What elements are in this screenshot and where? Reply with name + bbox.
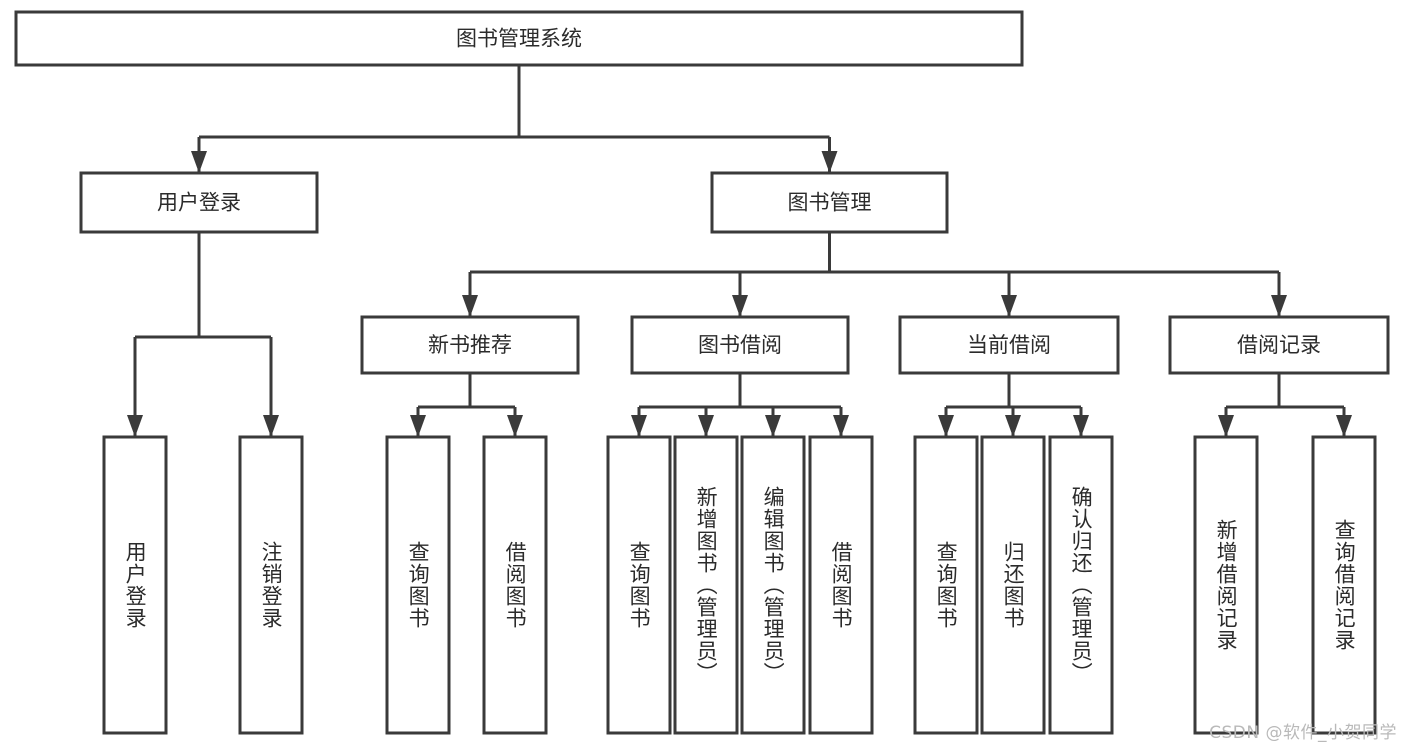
node-book-borrow[interactable] bbox=[630, 315, 850, 375]
leaf-new-book-recommend-arrow-1 bbox=[507, 415, 523, 437]
root-arrow-0 bbox=[191, 151, 207, 173]
node-leaf-edit-book[interactable] bbox=[740, 435, 806, 735]
node-label-book-borrow: 图书借阅 bbox=[698, 333, 782, 357]
leaf-user-login-arrow-0 bbox=[127, 415, 143, 437]
node-label-new-book-recommend: 新书推荐 bbox=[428, 333, 512, 357]
root-arrow-1 bbox=[821, 151, 838, 173]
node-label-user-login: 用户登录 bbox=[157, 191, 241, 215]
node-label-current-borrow: 当前借阅 bbox=[967, 333, 1051, 357]
node-leaf-user-logout[interactable] bbox=[238, 435, 304, 735]
node-new-book-recommend[interactable] bbox=[360, 315, 580, 375]
node-label-root: 图书管理系统 bbox=[456, 27, 582, 51]
leaf-current-borrow-arrow-2 bbox=[1073, 415, 1089, 437]
leaf-book-borrow-arrow-0 bbox=[631, 415, 647, 437]
node-box-layer bbox=[14, 10, 1390, 735]
node-user-login[interactable] bbox=[79, 171, 319, 234]
leaf-borrow-record-arrow-1 bbox=[1336, 415, 1352, 437]
leaf-book-borrow-arrow-1 bbox=[698, 415, 714, 437]
connector-layer bbox=[127, 65, 1352, 437]
node-leaf-confirm-return[interactable] bbox=[1048, 435, 1114, 735]
leaf-new-book-recommend-arrow-0 bbox=[410, 415, 426, 437]
node-leaf-query-book-3[interactable] bbox=[913, 435, 979, 735]
node-leaf-borrow-book-2[interactable] bbox=[808, 435, 874, 735]
leaf-borrow-record-arrow-0 bbox=[1218, 415, 1234, 437]
node-leaf-user-login[interactable] bbox=[102, 435, 168, 735]
node-label-book-manage: 图书管理 bbox=[788, 191, 872, 215]
node-leaf-return-book[interactable] bbox=[980, 435, 1046, 735]
node-leaf-query-book-2[interactable] bbox=[606, 435, 672, 735]
leaf-user-login-arrow-1 bbox=[263, 415, 279, 437]
leaf-current-borrow-arrow-0 bbox=[938, 415, 954, 437]
watermark: CSDN @软件_小贺同学 bbox=[1209, 723, 1397, 743]
book-manage-arrow-3 bbox=[1271, 295, 1287, 317]
node-leaf-add-record[interactable] bbox=[1193, 435, 1259, 735]
book-manage-arrow-1 bbox=[732, 295, 748, 317]
book-manage-arrow-2 bbox=[1001, 295, 1017, 317]
leaf-current-borrow-arrow-1 bbox=[1005, 415, 1021, 437]
book-manage-arrow-0 bbox=[462, 295, 478, 317]
node-current-borrow[interactable] bbox=[898, 315, 1120, 375]
node-root[interactable] bbox=[14, 10, 1024, 67]
leaf-book-borrow-arrow-3 bbox=[833, 415, 849, 437]
node-leaf-add-book[interactable] bbox=[673, 435, 739, 735]
node-leaf-query-book-1[interactable] bbox=[385, 435, 451, 735]
node-leaf-borrow-book-1[interactable] bbox=[482, 435, 548, 735]
node-leaf-query-record[interactable] bbox=[1311, 435, 1377, 735]
node-book-manage[interactable] bbox=[710, 171, 949, 234]
leaf-book-borrow-arrow-2 bbox=[765, 415, 781, 437]
node-borrow-record[interactable] bbox=[1168, 315, 1390, 375]
node-label-borrow-record: 借阅记录 bbox=[1237, 333, 1321, 357]
